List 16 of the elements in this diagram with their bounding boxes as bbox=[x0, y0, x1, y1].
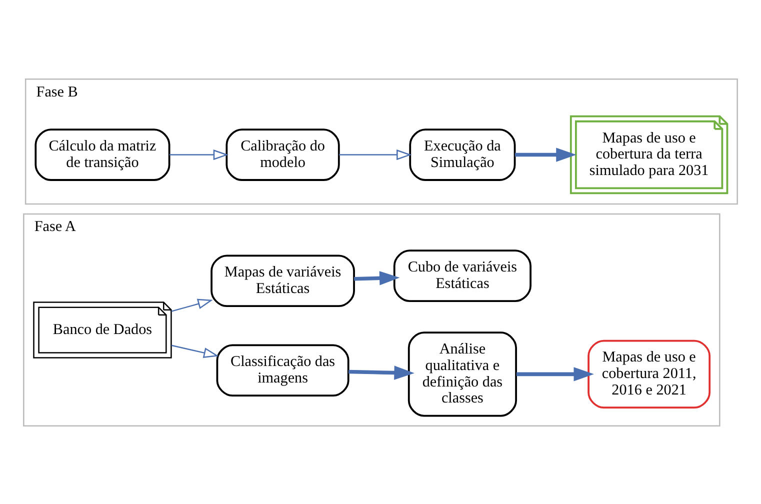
arrow bbox=[169, 148, 228, 160]
node-box: Mapas de variáveis Estáticas bbox=[210, 254, 355, 307]
arrow bbox=[348, 365, 414, 380]
arrow bbox=[516, 366, 594, 381]
node-box: Calibração do modelo bbox=[226, 128, 340, 180]
node-box: Mapas de uso e cobertura 2011, 2016 e 2021 bbox=[588, 339, 711, 408]
arrow bbox=[339, 148, 412, 160]
arrow bbox=[354, 270, 400, 285]
node-box: Análise qualitativa e definição das classes bbox=[408, 331, 517, 416]
arrow bbox=[515, 147, 576, 162]
node-box: Classificação das imagens bbox=[216, 344, 350, 396]
node-box: Cálculo da matriz de transição bbox=[34, 128, 170, 180]
arrow bbox=[171, 298, 213, 312]
node-box: Cubo de variáveis Estáticas bbox=[393, 249, 532, 302]
arrow bbox=[171, 344, 219, 358]
node-box: Execução da Simulação bbox=[409, 128, 516, 180]
